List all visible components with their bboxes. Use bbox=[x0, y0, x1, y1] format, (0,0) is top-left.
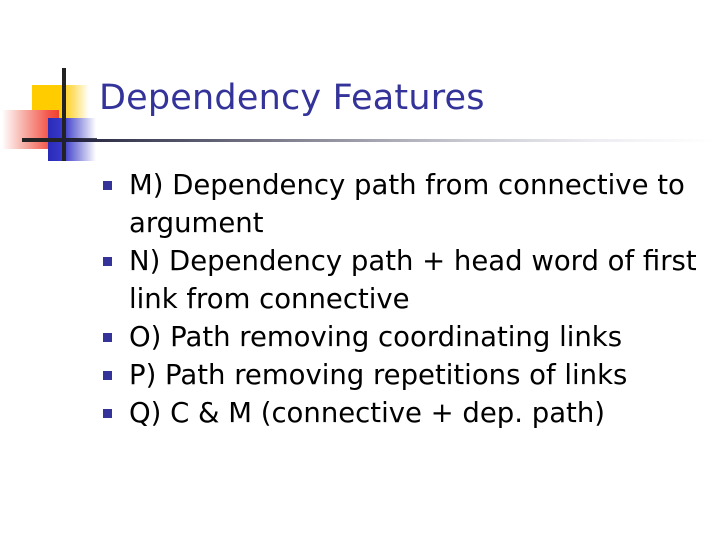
title-separator-rule bbox=[62, 139, 714, 142]
square-bullet-icon bbox=[103, 257, 112, 266]
list-item-label: O) Path removing coordinating links bbox=[129, 321, 623, 353]
red-square-shape bbox=[2, 110, 59, 149]
square-bullet-icon bbox=[103, 333, 112, 342]
list-item: Q) C & M (connective + dep. path) bbox=[100, 394, 714, 432]
square-bullet-icon bbox=[103, 371, 112, 380]
square-bullet-icon bbox=[103, 181, 112, 190]
yellow-square-shape bbox=[32, 85, 89, 126]
slide-title: Dependency Features bbox=[99, 78, 485, 118]
list-item-label: N) Dependency path + head word of first … bbox=[129, 245, 697, 315]
vertical-rule-shape bbox=[62, 68, 66, 161]
list-item: P) Path removing repetitions of links bbox=[100, 356, 714, 394]
list-item: N) Dependency path + head word of first … bbox=[100, 242, 714, 318]
list-item: M) Dependency path from connective to ar… bbox=[100, 166, 714, 242]
list-item-label: P) Path removing repetitions of links bbox=[129, 359, 628, 391]
square-bullet-icon bbox=[103, 409, 112, 418]
list-item: O) Path removing coordinating links bbox=[100, 318, 714, 356]
list-item-label: Q) C & M (connective + dep. path) bbox=[129, 397, 605, 429]
bullet-list: M) Dependency path from connective to ar… bbox=[100, 166, 714, 432]
list-item-label: M) Dependency path from connective to ar… bbox=[129, 169, 685, 239]
